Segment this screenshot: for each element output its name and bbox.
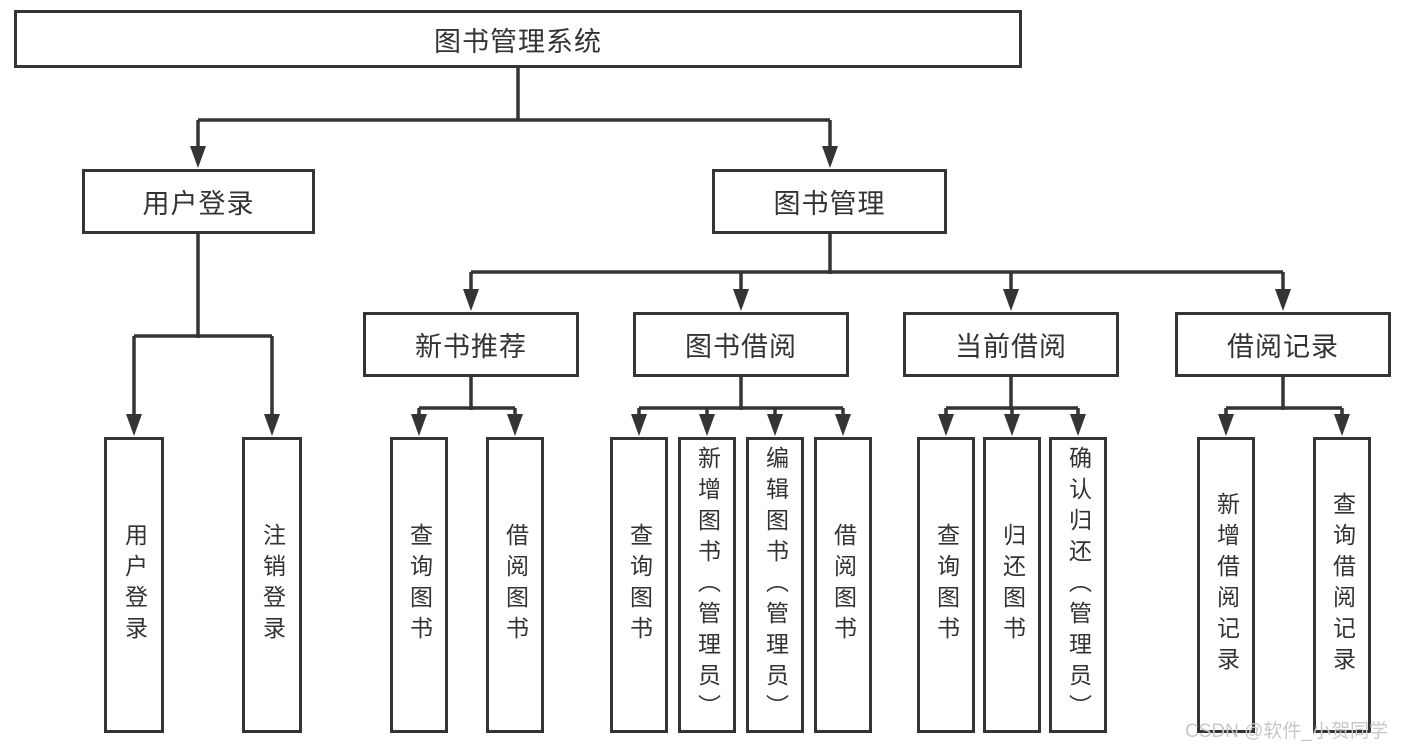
node-borrow-books-leaf: 借阅图书 bbox=[814, 437, 872, 733]
node-query-books-recommend: 查询图书 bbox=[390, 437, 448, 733]
node-logout-leaf: 注销登录 bbox=[242, 437, 302, 733]
node-borrow-books-recommend: 借阅图书 bbox=[486, 437, 544, 733]
node-query-books-borrow: 查询图书 bbox=[610, 437, 668, 733]
node-return-books: 归还图书 bbox=[983, 437, 1041, 733]
node-borrow-records: 借阅记录 bbox=[1175, 312, 1391, 377]
arrowheads bbox=[126, 146, 1350, 436]
node-user-login-leaf: 用户登录 bbox=[104, 437, 164, 733]
node-user-login: 用户登录 bbox=[82, 169, 315, 234]
csdn-watermark: CSDN @软件_小贺同学 bbox=[1185, 721, 1388, 742]
node-confirm-return-admin: 确认归还（管理员） bbox=[1049, 437, 1107, 733]
node-add-books-admin: 新增图书（管理员） bbox=[678, 437, 736, 733]
node-query-books-current: 查询图书 bbox=[917, 437, 975, 733]
node-current-borrow: 当前借阅 bbox=[903, 312, 1119, 377]
node-query-borrow-record: 查询借阅记录 bbox=[1313, 437, 1371, 733]
node-root: 图书管理系统 bbox=[14, 10, 1022, 68]
node-edit-books-admin: 编辑图书（管理员） bbox=[746, 437, 804, 733]
node-new-book-recommend: 新书推荐 bbox=[363, 312, 579, 377]
node-add-borrow-record: 新增借阅记录 bbox=[1197, 437, 1255, 733]
node-book-borrow: 图书借阅 bbox=[633, 312, 849, 377]
node-book-management: 图书管理 bbox=[712, 169, 947, 234]
